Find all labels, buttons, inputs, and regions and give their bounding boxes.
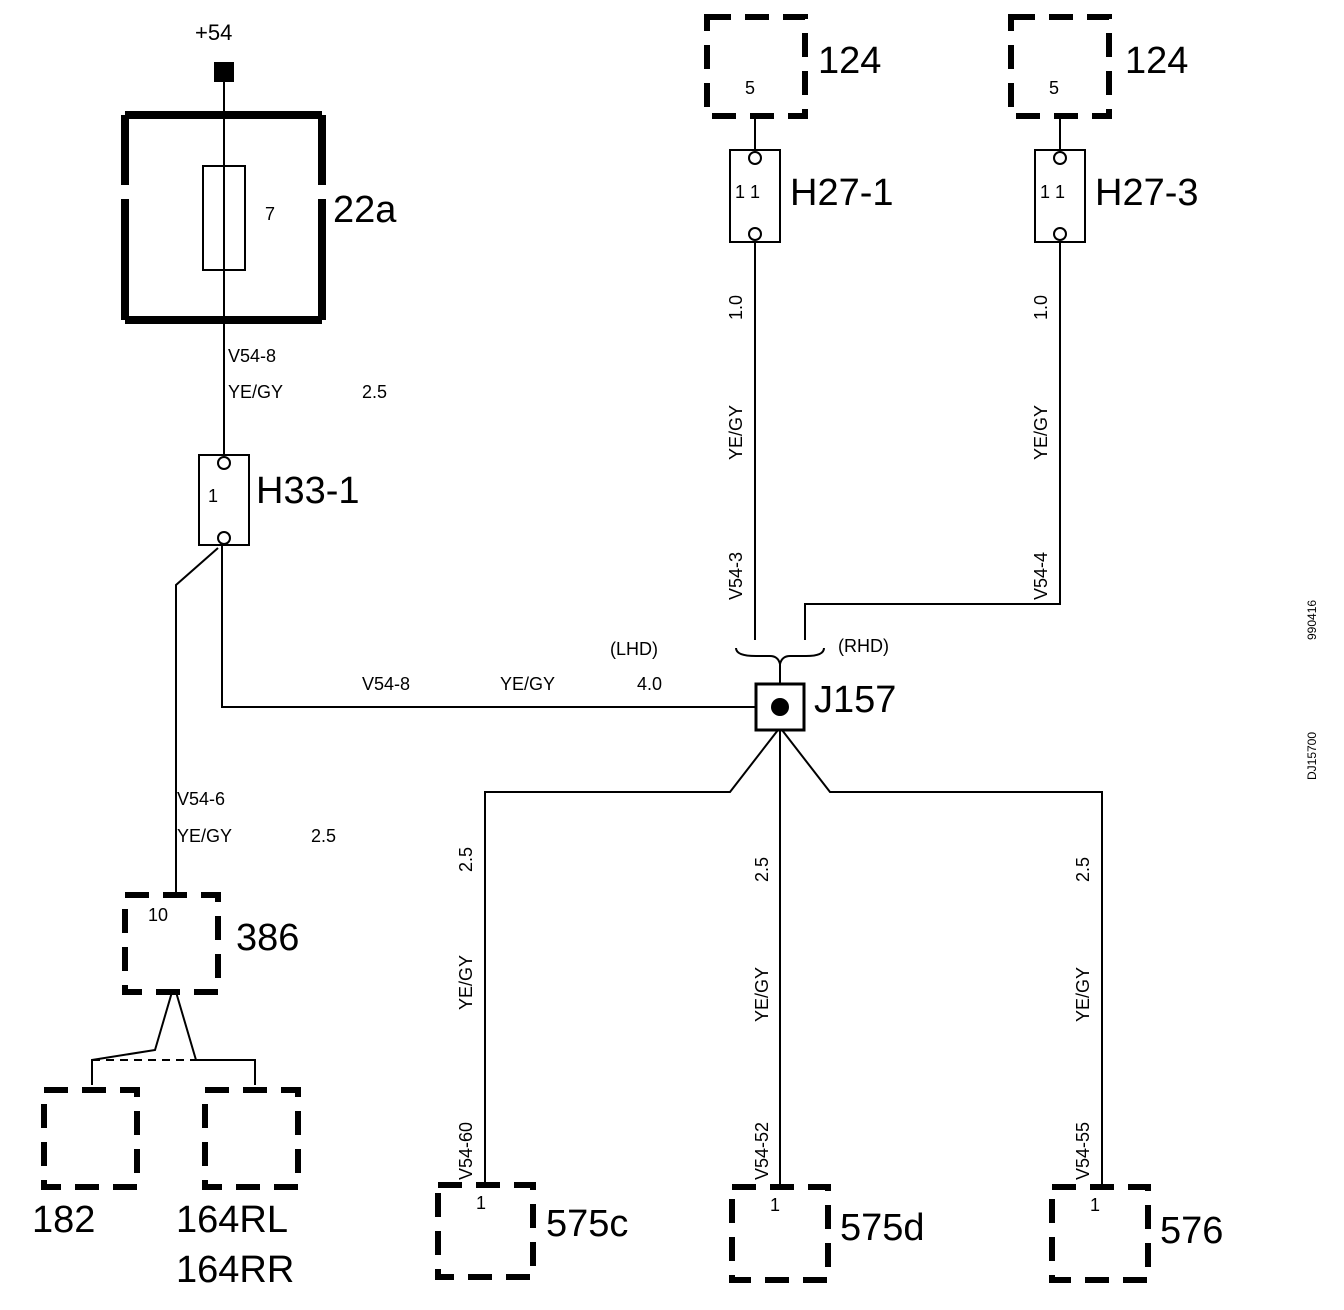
- connector-h27-1: [729, 149, 781, 243]
- branch-386-outputs: [91, 991, 256, 1085]
- component-pin: 1: [1090, 1195, 1100, 1215]
- component-164-box: [202, 1087, 301, 1190]
- wire-label-size: 2.5: [752, 857, 772, 882]
- lhd-label: (LHD): [610, 639, 658, 659]
- component-id: 124: [818, 40, 881, 82]
- wire-label-color: YE/GY: [500, 674, 555, 694]
- wire-label-size: 2.5: [362, 382, 387, 402]
- wire-label-color: YE/GY: [177, 826, 232, 846]
- fuse-id: 22a: [333, 189, 397, 231]
- wire-label-color: YE/GY: [456, 955, 476, 1010]
- wire-label-color: YE/GY: [726, 405, 746, 460]
- connector-h27-3: [1034, 149, 1086, 243]
- wire-label-size: 1.0: [1031, 295, 1051, 320]
- lhd-rhd-brace: [735, 647, 825, 665]
- wire-label-color: YE/GY: [1031, 405, 1051, 460]
- wire-label-size: 4.0: [637, 674, 662, 694]
- splice-j157: [754, 682, 806, 732]
- connector-h33-1: [198, 454, 250, 546]
- wire-label-circuit: V54-55: [1073, 1122, 1093, 1180]
- connector-id: H27-1: [790, 172, 894, 214]
- connector-pin: 1: [208, 486, 218, 506]
- wire-label-color: YE/GY: [228, 382, 283, 402]
- component-575d-box: [729, 1184, 831, 1283]
- fuse-box-22a: [121, 111, 326, 324]
- wire-label-circuit: V54-60: [456, 1122, 476, 1180]
- margin-drawing-code: DJ15700: [1305, 732, 1319, 780]
- connector-id: H27-3: [1095, 172, 1199, 214]
- component-pin: 1: [770, 1195, 780, 1215]
- wire-h33-386: [175, 547, 219, 895]
- component-pin: 10: [148, 905, 168, 925]
- connector-pin: 1 1: [1040, 182, 1065, 202]
- wire-label-color: YE/GY: [752, 967, 772, 1022]
- connector-pin: 1 1: [735, 182, 760, 202]
- component-id: 124: [1125, 40, 1188, 82]
- component-575c-box: [435, 1182, 536, 1280]
- wire-label-circuit: V54-8: [362, 674, 410, 694]
- component-id: 576: [1160, 1210, 1223, 1252]
- connector-id: H33-1: [256, 470, 360, 512]
- component-id: 575c: [546, 1203, 628, 1245]
- wire-label-size: 2.5: [1073, 857, 1093, 882]
- component-pin: 5: [745, 78, 755, 98]
- wire-label-size: 1.0: [726, 295, 746, 320]
- wire-label-color: YE/GY: [1073, 967, 1093, 1022]
- splice-id: J157: [814, 679, 896, 721]
- wire-label-circuit: V54-52: [752, 1122, 772, 1180]
- wire-j157-575c: [484, 729, 779, 1185]
- component-id: 386: [236, 917, 299, 959]
- component-id-164rl: 164RL: [176, 1199, 288, 1241]
- component-pin: 5: [1049, 78, 1059, 98]
- margin-date-code: 990416: [1305, 600, 1319, 640]
- wire-label-circuit: V54-8: [228, 346, 276, 366]
- component-576-box: [1049, 1184, 1151, 1283]
- component-182-box: [41, 1087, 140, 1190]
- wire-label-circuit: V54-6: [177, 789, 225, 809]
- supply-terminal: [214, 62, 234, 82]
- wire-j157-576: [781, 729, 1103, 1187]
- wire-rhd: [804, 242, 1061, 640]
- wire-label-size: 2.5: [311, 826, 336, 846]
- component-386-box: [122, 892, 221, 995]
- component-id-164rr: 164RR: [176, 1249, 294, 1291]
- wire-label-circuit: V54-3: [726, 552, 746, 600]
- wire-label-size: 2.5: [456, 847, 476, 872]
- component-id: 182: [32, 1199, 95, 1241]
- supply-label: +54: [195, 20, 232, 45]
- component-pin: 1: [476, 1193, 486, 1213]
- fuse-number: 7: [265, 204, 275, 224]
- wire-label-circuit: V54-4: [1031, 552, 1051, 600]
- rhd-label: (RHD): [838, 636, 889, 656]
- component-124-left-box: [704, 14, 808, 119]
- wire-h33-j157: [221, 544, 768, 708]
- component-124-right-box: [1008, 14, 1112, 119]
- component-id: 575d: [840, 1207, 925, 1249]
